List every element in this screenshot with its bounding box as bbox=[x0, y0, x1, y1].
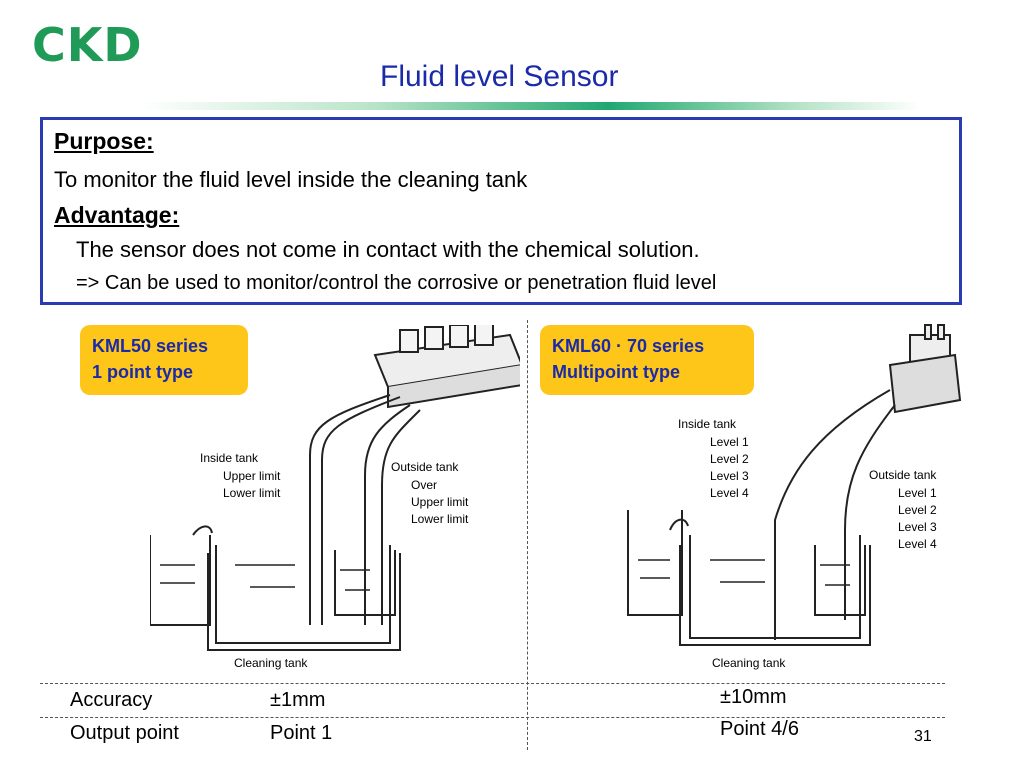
left-inside-level-lower: Lower limit bbox=[223, 486, 281, 500]
kml50-diagram bbox=[150, 325, 520, 651]
purpose-heading: Purpose: bbox=[54, 128, 154, 154]
spec-output-right-value: Point 4/6 bbox=[720, 718, 799, 740]
kml50-type-label: 1 point type bbox=[92, 362, 194, 382]
center-divider bbox=[527, 320, 528, 750]
right-inside-level-3: Level 3 bbox=[710, 469, 749, 483]
left-outside-level-upper: Upper limit bbox=[411, 495, 469, 509]
kml60-type-label: Multipoint type bbox=[552, 362, 680, 382]
spec-accuracy-right-value: ±10mm bbox=[720, 686, 787, 708]
purpose-text: To monitor the fluid level inside the cl… bbox=[54, 167, 528, 192]
title-divider bbox=[140, 102, 920, 110]
spec-accuracy-left-value: ±1mm bbox=[270, 689, 326, 711]
right-outside-level-1: Level 1 bbox=[898, 486, 937, 500]
left-outside-level-over: Over bbox=[411, 478, 438, 492]
page-title: Fluid level Sensor bbox=[380, 60, 619, 93]
spec-accuracy-label: Accuracy bbox=[70, 689, 153, 711]
right-inside-level-4: Level 4 bbox=[710, 486, 749, 500]
right-outside-level-2: Level 2 bbox=[898, 503, 937, 517]
advantage-heading: Advantage: bbox=[54, 202, 180, 228]
left-inside-tank-label: Inside tank bbox=[200, 451, 259, 465]
spec-output-label: Output point bbox=[70, 722, 179, 744]
left-tank-caption: Cleaning tank bbox=[234, 656, 308, 670]
kml60-series-label: KML60 · 70 series bbox=[552, 336, 705, 356]
advantage-note: => Can be used to monitor/control the co… bbox=[76, 272, 717, 294]
right-inside-tank-label: Inside tank bbox=[678, 417, 737, 431]
right-inside-level-2: Level 2 bbox=[710, 452, 749, 466]
purpose-box bbox=[40, 117, 962, 305]
advantage-text: The sensor does not come in contact with… bbox=[76, 237, 700, 262]
right-outside-level-4: Level 4 bbox=[898, 537, 937, 551]
right-outside-tank-label: Outside tank bbox=[869, 468, 937, 482]
kml50-badge: KML50 series 1 point type bbox=[80, 325, 248, 395]
right-tank-caption: Cleaning tank bbox=[712, 656, 786, 670]
kml50-series-label: KML50 series bbox=[92, 336, 209, 356]
ckd-logo: CKD bbox=[32, 18, 143, 72]
left-outside-level-lower: Lower limit bbox=[411, 512, 469, 526]
kml60-badge: KML60 · 70 series Multipoint type bbox=[540, 325, 754, 395]
left-outside-tank-label: Outside tank bbox=[391, 460, 459, 474]
right-inside-level-1: Level 1 bbox=[710, 435, 749, 449]
spec-output-left-value: Point 1 bbox=[270, 722, 333, 744]
spec-top-divider bbox=[40, 683, 945, 684]
page-number: 31 bbox=[914, 728, 932, 745]
right-outside-level-3: Level 3 bbox=[898, 520, 937, 534]
spec-mid-divider bbox=[40, 717, 945, 718]
kml60-diagram bbox=[627, 324, 962, 646]
kml50-sensor-block bbox=[373, 325, 520, 409]
left-inside-level-upper: Upper limit bbox=[223, 469, 281, 483]
kml60-sensor-block bbox=[888, 324, 962, 414]
